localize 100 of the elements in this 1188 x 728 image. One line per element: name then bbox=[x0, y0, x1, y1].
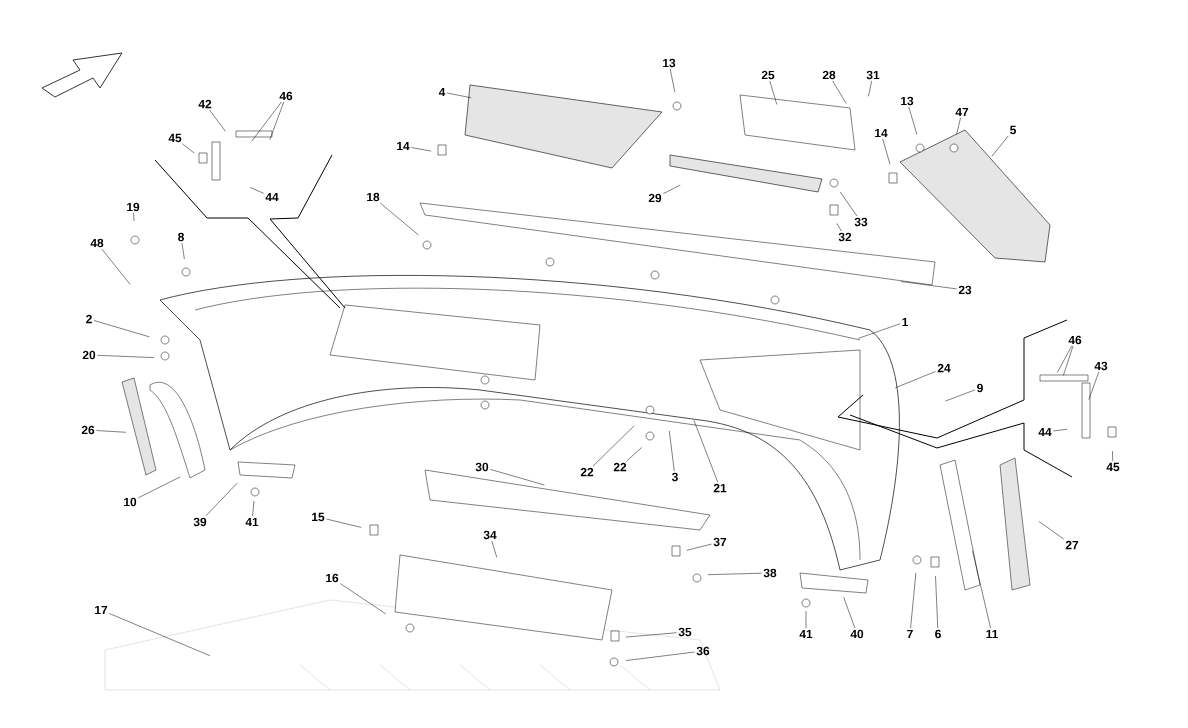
callout-number: 26 bbox=[81, 425, 95, 435]
leader-line bbox=[205, 482, 238, 517]
callout-number: 33 bbox=[854, 217, 868, 227]
leader-line bbox=[93, 320, 150, 338]
callout-number: 3 bbox=[671, 472, 678, 482]
callout-number: 39 bbox=[193, 517, 207, 527]
leader-line bbox=[868, 80, 872, 97]
leader-line bbox=[269, 101, 285, 140]
leader-line bbox=[96, 430, 127, 433]
callout-number: 9 bbox=[977, 383, 983, 393]
leader-line bbox=[181, 242, 185, 260]
callout-number: 44 bbox=[1038, 427, 1052, 437]
leader-line bbox=[1053, 429, 1068, 432]
leader-line bbox=[1038, 521, 1065, 540]
leader-line bbox=[686, 543, 712, 551]
callout-number: 11 bbox=[986, 629, 998, 639]
leader-line bbox=[910, 572, 917, 629]
callout-number: 42 bbox=[198, 99, 212, 109]
leader-line bbox=[669, 430, 675, 472]
leader-line bbox=[379, 202, 419, 236]
callout-number: 34 bbox=[483, 530, 497, 540]
leader-line bbox=[945, 389, 976, 402]
leader-line bbox=[592, 425, 635, 467]
callout-number: 37 bbox=[713, 537, 727, 547]
leader-line bbox=[625, 651, 695, 661]
leader-line bbox=[626, 447, 643, 462]
leader-line bbox=[972, 550, 991, 629]
callout-number: 23 bbox=[958, 285, 972, 295]
leader-line bbox=[894, 371, 936, 389]
leader-line bbox=[1057, 345, 1072, 373]
callout-number: 46 bbox=[279, 91, 293, 101]
leader-line bbox=[707, 572, 762, 575]
callout-number: 22 bbox=[613, 462, 627, 472]
callout-number: 19 bbox=[127, 202, 140, 212]
leader-line bbox=[340, 583, 387, 615]
leader-line bbox=[836, 223, 842, 232]
callout-number: 48 bbox=[90, 238, 104, 248]
leader-line bbox=[1112, 450, 1114, 462]
leader-line bbox=[446, 92, 472, 99]
callout-number: 13 bbox=[663, 58, 676, 68]
leader-line bbox=[693, 420, 718, 483]
callout-number: 13 bbox=[901, 96, 914, 106]
callout-number: 30 bbox=[475, 462, 489, 472]
callout-number: 45 bbox=[168, 133, 182, 143]
leader-line bbox=[491, 540, 498, 558]
callout-number: 25 bbox=[761, 70, 775, 80]
leader-line bbox=[991, 135, 1009, 157]
leader-line bbox=[669, 68, 676, 93]
callout-number: 27 bbox=[1065, 540, 1079, 550]
callout-number: 6 bbox=[935, 629, 941, 639]
callout-number: 36 bbox=[696, 646, 710, 656]
leader-line bbox=[858, 323, 901, 339]
callout-number: 17 bbox=[95, 605, 108, 615]
callout-number: 7 bbox=[907, 629, 913, 639]
leader-line bbox=[249, 187, 264, 194]
leader-line bbox=[840, 191, 858, 217]
leader-line bbox=[882, 138, 891, 165]
leader-line bbox=[490, 469, 545, 486]
callout-number: 29 bbox=[648, 193, 662, 203]
callout-number: 40 bbox=[850, 629, 864, 639]
callout-number: 1 bbox=[902, 317, 908, 327]
callout-number: 44 bbox=[265, 192, 279, 202]
callout-number: 14 bbox=[875, 128, 888, 138]
leader-line bbox=[908, 106, 918, 135]
callout-number: 41 bbox=[799, 629, 813, 639]
leader-line bbox=[252, 500, 255, 517]
callout-number: 32 bbox=[838, 232, 852, 242]
leader-line bbox=[1063, 345, 1074, 376]
leader-line bbox=[209, 109, 226, 132]
callout-number: 35 bbox=[678, 627, 692, 637]
leader-line bbox=[109, 613, 211, 656]
callout-number: 47 bbox=[955, 107, 969, 117]
callout-number: 10 bbox=[124, 497, 137, 507]
callout-number: 15 bbox=[312, 512, 325, 522]
leader-line bbox=[133, 212, 135, 222]
leader-line bbox=[900, 281, 957, 290]
callout-number: 43 bbox=[1094, 361, 1108, 371]
callout-number: 16 bbox=[326, 573, 339, 583]
callout-number: 28 bbox=[822, 70, 836, 80]
leader-line bbox=[1088, 371, 1100, 400]
callout-number: 24 bbox=[937, 363, 951, 373]
leader-line bbox=[832, 80, 847, 104]
callout-number: 31 bbox=[866, 70, 880, 80]
callout-number: 8 bbox=[178, 232, 184, 242]
leader-line bbox=[411, 147, 432, 152]
callout-number: 38 bbox=[763, 568, 777, 578]
leader-line bbox=[182, 143, 195, 154]
leader-line bbox=[101, 248, 131, 285]
callout-number: 5 bbox=[1010, 125, 1016, 135]
callout-number: 14 bbox=[397, 141, 410, 151]
callout-number: 2 bbox=[86, 314, 92, 324]
callout-number: 18 bbox=[367, 192, 380, 202]
leader-line bbox=[326, 518, 362, 528]
leader-line bbox=[663, 184, 681, 194]
callout-number: 4 bbox=[438, 87, 446, 97]
leader-line bbox=[769, 80, 778, 105]
leader-line bbox=[843, 597, 856, 629]
leader-line bbox=[138, 476, 181, 499]
callout-number: 21 bbox=[713, 483, 727, 493]
leader-line bbox=[935, 575, 938, 629]
